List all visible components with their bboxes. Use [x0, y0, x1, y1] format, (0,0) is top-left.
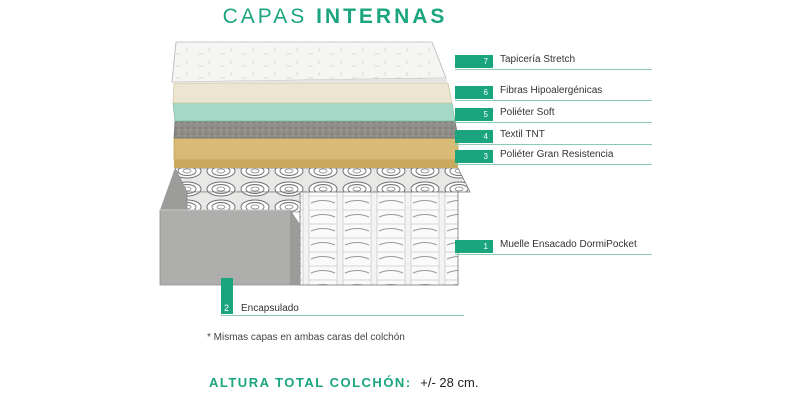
callout-number: 7 — [455, 55, 493, 68]
layer-soft — [172, 102, 456, 122]
total-height: ALTURA TOTAL COLCHÓN: +/- 28 cm. — [209, 375, 478, 390]
callout-number: 3 — [455, 150, 493, 163]
encapsulado-block — [159, 209, 301, 286]
title-light: CAPAS — [222, 5, 308, 28]
callout-rule — [455, 254, 652, 255]
callout-number: 5 — [455, 108, 493, 121]
coil-block-top — [174, 167, 471, 193]
callout-rule — [221, 315, 464, 316]
callout-layer-2: 2 Encapsulado — [221, 278, 464, 316]
layer-tnt — [173, 120, 459, 139]
callout-rule — [455, 100, 652, 101]
callout-label: Textil TNT — [500, 129, 545, 140]
callout-rule — [455, 144, 652, 145]
total-height-label: ALTURA TOTAL COLCHÓN: — [209, 375, 412, 390]
page-title: CAPAS INTERNAS — [0, 5, 670, 29]
callout-label: Poliéter Soft — [500, 107, 555, 118]
callout-number: 4 — [455, 130, 493, 143]
callout-number: 2 — [224, 303, 230, 313]
callout-number: 1 — [455, 240, 493, 253]
callout-label: Muelle Ensacado DormiPocket — [500, 239, 637, 250]
coil-block-front — [299, 191, 459, 286]
callout-rule — [455, 122, 652, 123]
layer-stretch — [171, 41, 447, 83]
footnote: * Mismas capas en ambas caras del colchó… — [207, 332, 405, 343]
layer-fibras — [172, 82, 453, 104]
callout-rule — [455, 164, 652, 165]
title-bold: INTERNAS — [316, 5, 448, 28]
callout-label: Poliéter Gran Resistencia — [500, 149, 614, 160]
callout-marker — [221, 278, 233, 314]
layer-resistencia — [173, 137, 459, 161]
callout-rule — [455, 69, 652, 70]
callout-label: Encapsulado — [241, 303, 299, 314]
callout-label: Tapicería Stretch — [500, 54, 576, 65]
total-height-value: +/- 28 cm. — [420, 375, 479, 390]
callout-label: Fibras Hipoalergénicas — [500, 85, 603, 96]
callout-number: 6 — [455, 86, 493, 99]
